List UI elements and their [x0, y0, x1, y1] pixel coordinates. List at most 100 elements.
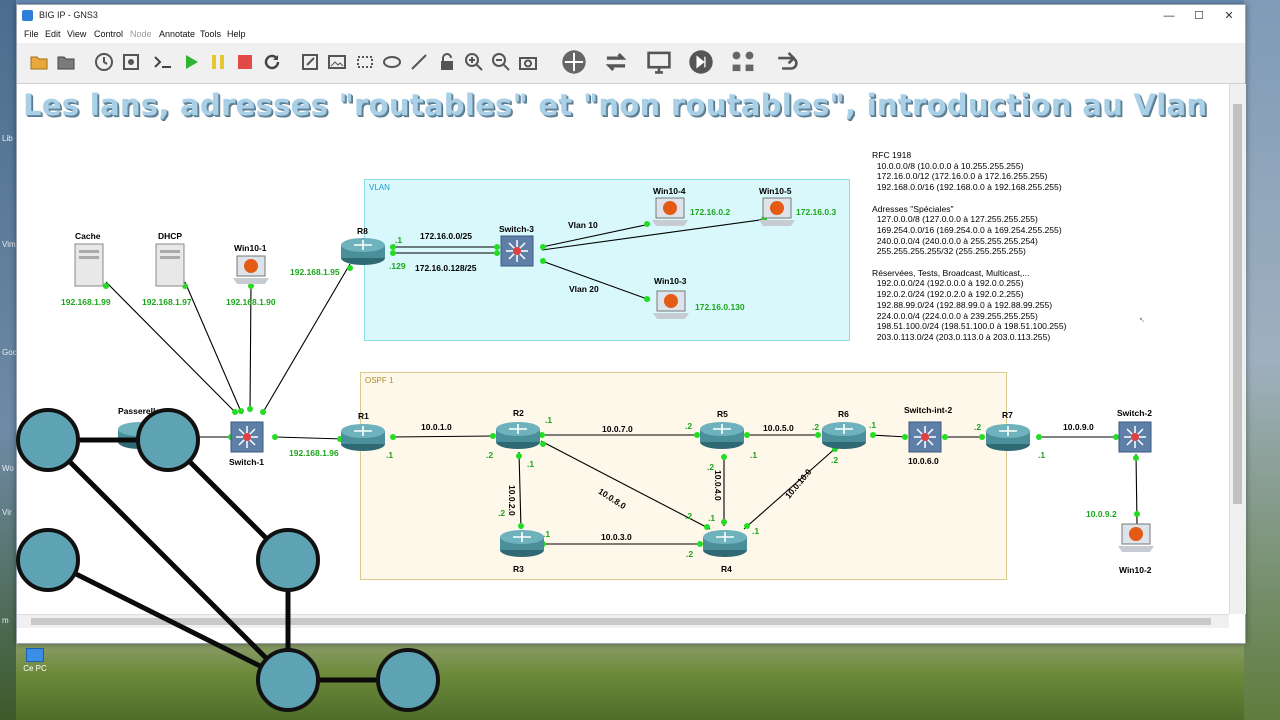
- node-label: DHCP: [158, 231, 183, 241]
- switch-icon[interactable]: [1118, 421, 1152, 458]
- ellipse-icon[interactable]: [381, 51, 403, 73]
- ip-label: 192.168.1.96: [289, 448, 339, 458]
- folder-icon[interactable]: [55, 51, 77, 73]
- address-notes: RFC 1918 10.0.0.0/8 (10.0.0.0 à 10.255.2…: [872, 150, 1067, 342]
- node-label: R2: [513, 408, 524, 418]
- link-r2-r4[interactable]: [540, 440, 711, 530]
- ip-label: .2: [707, 462, 715, 472]
- menu-node[interactable]: Node: [130, 29, 152, 39]
- pc-icon[interactable]: [651, 289, 691, 326]
- menu-control[interactable]: Control: [94, 29, 124, 39]
- minimize-button[interactable]: —: [1163, 10, 1175, 22]
- pause-icon[interactable]: [207, 51, 229, 73]
- link-switch3-win10-4[interactable]: [541, 223, 651, 248]
- close-button[interactable]: ✕: [1224, 10, 1234, 22]
- link-r2-r3[interactable]: [518, 451, 522, 530]
- line-icon[interactable]: [408, 51, 430, 73]
- node-label: Win10-5: [759, 186, 792, 196]
- ip-label: 172.16.0.2: [690, 207, 731, 217]
- snapshot-icon[interactable]: [120, 51, 142, 73]
- menu-help[interactable]: Help: [227, 29, 246, 39]
- menu-edit[interactable]: Edit: [45, 29, 61, 39]
- clock-icon[interactable]: [93, 51, 115, 73]
- server-icon[interactable]: [73, 242, 105, 293]
- menu-tools[interactable]: Tools: [200, 29, 222, 39]
- link-r6-r4[interactable]: [743, 445, 839, 530]
- ip-label: .2: [486, 450, 494, 460]
- camera-icon[interactable]: [517, 51, 539, 73]
- edit-note-icon[interactable]: [299, 51, 321, 73]
- link-cache-switch1[interactable]: [105, 281, 238, 415]
- pc-icon[interactable]: [650, 196, 690, 233]
- mouse-cursor-icon: ↖: [1139, 317, 1145, 324]
- network-icon[interactable]: [729, 48, 757, 76]
- link-dhcp-switch1[interactable]: [184, 281, 243, 415]
- link-r6-switchint2[interactable]: [870, 434, 908, 438]
- monitor-icon[interactable]: [645, 48, 673, 76]
- scroll-thumb[interactable]: [1233, 104, 1242, 504]
- switch-icon[interactable]: [500, 235, 534, 272]
- zoom-out-icon[interactable]: [490, 51, 512, 73]
- ip-label: .1: [750, 450, 758, 460]
- console-icon[interactable]: [152, 51, 174, 73]
- start-icon[interactable]: [180, 51, 202, 73]
- pc-icon[interactable]: [231, 254, 271, 291]
- switch-icon[interactable]: [230, 421, 264, 458]
- link-win10-1-switch1[interactable]: [249, 281, 252, 413]
- transfer-icon[interactable]: [602, 48, 630, 76]
- link-r8-switch1[interactable]: [261, 263, 351, 415]
- router-icon[interactable]: [495, 420, 541, 455]
- title-bar[interactable]: BIG IP - GNS3 — ☐ ✕: [17, 5, 1245, 27]
- pc-icon[interactable]: [1116, 522, 1156, 559]
- link-switch1-r1[interactable]: [274, 436, 345, 440]
- desktop-side-label: Goo: [2, 348, 18, 357]
- image-icon[interactable]: [326, 51, 348, 73]
- router-icon[interactable]: [699, 420, 745, 455]
- switch-icon[interactable]: [908, 421, 942, 458]
- router-icon[interactable]: [985, 422, 1031, 457]
- ip-label: 192.168.1.99: [61, 297, 111, 307]
- router-icon[interactable]: [702, 528, 748, 563]
- stop-icon[interactable]: [234, 51, 256, 73]
- network-label: 172.16.0.128/25: [415, 263, 477, 273]
- node-label: Win10-4: [653, 186, 686, 196]
- redo-icon[interactable]: [772, 48, 800, 76]
- router-icon[interactable]: [821, 420, 867, 455]
- desktop-side-label: m: [2, 616, 9, 625]
- menu-file[interactable]: File: [24, 29, 39, 39]
- network-label: 10.0.5.0: [763, 423, 794, 433]
- link-switch3-win10-5[interactable]: [541, 218, 768, 251]
- node-label: Switch-1: [229, 457, 264, 467]
- node-label: R7: [1002, 410, 1013, 420]
- pc-icon[interactable]: [757, 196, 797, 233]
- rectangle-icon[interactable]: [354, 51, 376, 73]
- vertical-scrollbar[interactable]: [1229, 84, 1246, 614]
- router-icon[interactable]: [340, 422, 386, 457]
- menu-annotate[interactable]: Annotate: [159, 29, 196, 39]
- ospf-zone[interactable]: OSPF 1: [360, 372, 1007, 580]
- scroll-thumb[interactable]: [31, 618, 1211, 625]
- menu-view[interactable]: View: [67, 29, 87, 39]
- zoom-in-icon[interactable]: [463, 51, 485, 73]
- reload-icon[interactable]: [261, 51, 283, 73]
- router-icon[interactable]: [340, 236, 386, 271]
- open-folder-icon[interactable]: [28, 51, 50, 73]
- lock-icon[interactable]: [436, 51, 458, 73]
- network-label: 10.0.3.0: [601, 532, 632, 542]
- this-pc-shortcut[interactable]: Ce PC: [20, 648, 50, 673]
- topology-banner: Les lans, adresses "routables" et "non r…: [23, 88, 1208, 122]
- router-icon[interactable]: [499, 528, 545, 563]
- maximize-button[interactable]: ☐: [1194, 10, 1204, 22]
- topology-canvas[interactable]: Les lans, adresses "routables" et "non r…: [17, 84, 1229, 614]
- node-label: R1: [358, 411, 369, 421]
- link-r1-r2[interactable]: [389, 435, 496, 438]
- router-icon[interactable]: [117, 420, 163, 455]
- skip-icon[interactable]: [687, 48, 715, 76]
- network-label: 10.0.9.0: [1063, 422, 1094, 432]
- link-switch3-win10-3[interactable]: [541, 260, 651, 301]
- network-label: 172.16.0.0/25: [420, 231, 472, 241]
- server-icon[interactable]: [154, 242, 186, 293]
- move-icon[interactable]: [560, 48, 588, 76]
- horizontal-scrollbar[interactable]: [17, 614, 1229, 628]
- ip-label: .1: [752, 526, 760, 536]
